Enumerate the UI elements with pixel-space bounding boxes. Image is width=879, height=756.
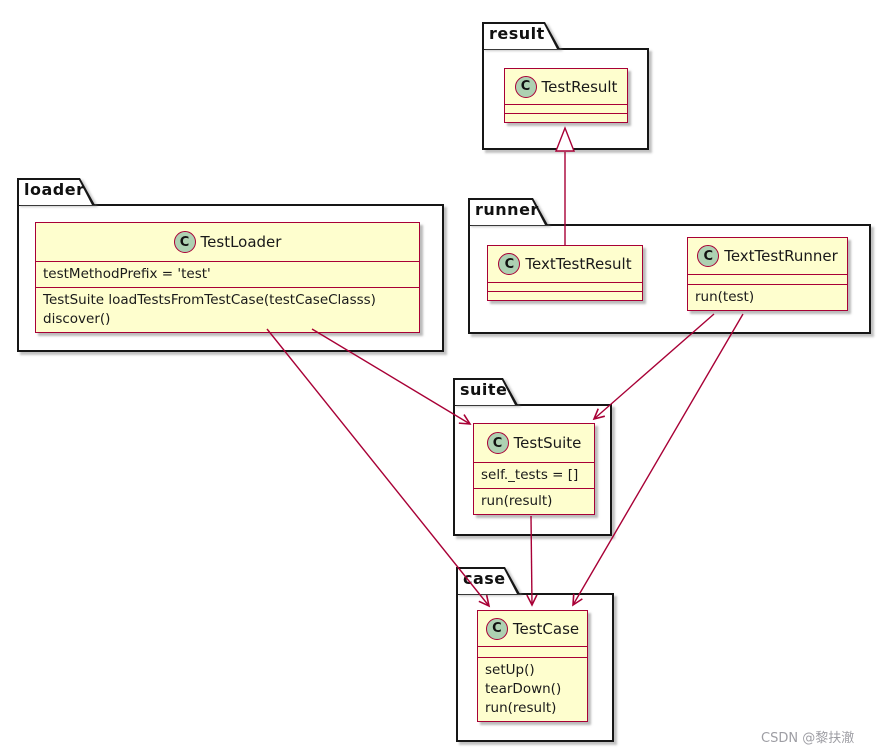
class-badge-icon: C [486,432,509,454]
attributes-compartment: testMethodPrefix = 'test' [36,261,419,287]
method: run(result) [481,493,553,509]
attribute: testMethodPrefix = 'test' [43,266,211,282]
class-texttestresult: C TextTestResult [487,245,643,301]
attributes-compartment: self._tests = [] [474,462,594,488]
package-tab-result: result [482,22,560,49]
methods-compartment [488,291,642,300]
method: tearDown() [485,681,562,697]
attributes-compartment [478,646,587,657]
package-label-result: result [489,24,545,43]
method: discover() [43,311,111,327]
attributes-compartment [488,282,642,291]
attributes-compartment [505,104,627,113]
package-tab-loader: loader [17,178,95,205]
class-title: C TextTestRunner [688,238,847,274]
methods-compartment: setUp() tearDown() run(result) [478,657,587,721]
package-tab-suite: suite [453,378,518,405]
methods-compartment: TestSuite loadTestsFromTestCase(testCase… [36,287,419,332]
method: run(test) [695,289,755,305]
methods-compartment: run(test) [688,284,847,310]
class-badge-icon: C [485,617,508,640]
package-label-suite: suite [460,380,508,399]
class-title: C TestResult [505,69,627,104]
class-title: C TestCase [478,611,587,646]
methods-compartment: run(result) [474,488,594,514]
class-name: TestLoader [200,233,282,251]
package-tab-runner: runner [468,198,548,225]
attribute: self._tests = [] [481,467,579,483]
class-testcase: C TestCase setUp() tearDown() run(result… [477,610,588,722]
watermark: CSDN @黎扶澈 [761,731,855,746]
class-testresult: C TestResult [504,68,628,123]
class-testloader: C TestLoader testMethodPrefix = 'test' T… [35,222,420,333]
class-title: C TestLoader [36,223,419,261]
class-name: TextTestResult [525,255,632,273]
class-name: TextTestRunner [724,247,838,265]
method: setUp() [485,662,535,678]
package-label-runner: runner [475,200,539,219]
class-name: TestResult [541,77,618,96]
class-texttestrunner: C TextTestRunner run(test) [687,237,848,311]
class-title: C TextTestResult [488,246,642,282]
method: TestSuite loadTestsFromTestCase(testCase… [43,292,376,308]
class-name: TestCase [512,619,580,638]
class-badge-icon: C [697,245,720,267]
class-badge-icon: C [498,253,521,275]
class-testsuite: C TestSuite self._tests = [] run(result) [473,423,595,515]
class-badge-icon: C [173,231,196,253]
attributes-compartment [688,274,847,284]
class-title: C TestSuite [474,424,594,462]
package-label-case: case [463,569,506,588]
package-label-loader: loader [24,180,85,199]
method: run(result) [485,700,557,716]
class-name: TestSuite [513,434,582,452]
class-badge-icon: C [514,75,537,98]
package-tab-case: case [456,567,520,594]
methods-compartment [505,113,627,122]
